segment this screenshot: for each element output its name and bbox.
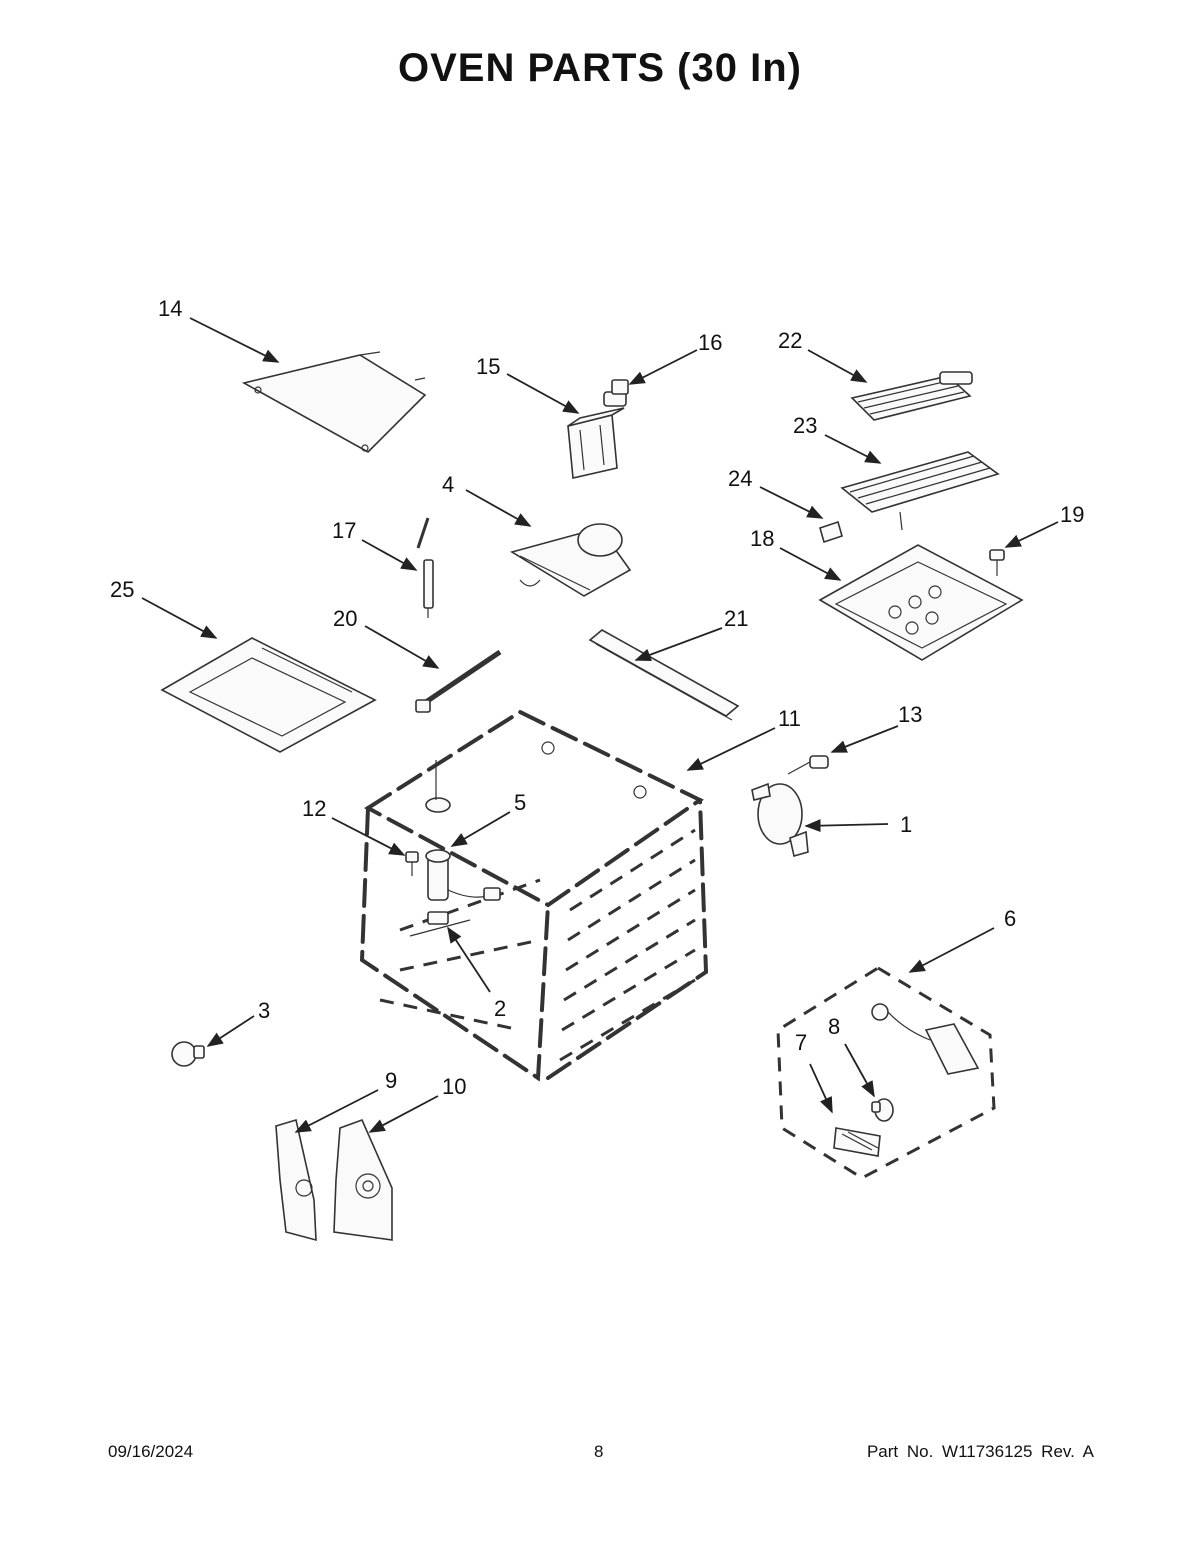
callout-4[interactable]: 4 [442,472,454,497]
callout-12[interactable]: 12 [302,796,326,821]
leader-5 [450,811,511,847]
part-24-bracket[interactable] [819,520,843,544]
callout-9[interactable]: 9 [385,1068,397,1093]
leader-20 [364,625,440,669]
leader-18 [779,547,842,581]
leader-15 [506,373,580,414]
callout-17[interactable]: 17 [332,518,356,543]
callout-2[interactable]: 2 [494,996,506,1021]
leader-13 [830,725,899,753]
part-4-assembly[interactable] [510,523,632,597]
footer-page-number: 8 [594,1442,604,1461]
callout-7[interactable]: 7 [795,1030,807,1055]
part-20-rod[interactable] [415,649,502,713]
part-23-element[interactable] [840,451,1000,531]
part-13-screw[interactable] [787,755,829,775]
part-17-probe[interactable] [416,517,434,618]
leader-2 [447,926,491,993]
part-18-pan[interactable] [818,544,1024,661]
leader-16 [628,349,698,385]
part-1-thermostat[interactable] [751,782,809,858]
leader-9 [294,1089,379,1133]
footer-part-number: Part No. W11736125 Rev. A [866,1442,1094,1461]
callout-6[interactable]: 6 [1004,906,1016,931]
callout-8[interactable]: 8 [828,1014,840,1039]
callout-15[interactable]: 15 [476,354,500,379]
leader-22 [807,349,868,383]
callout-19[interactable]: 19 [1060,502,1084,527]
callout-16[interactable]: 16 [698,330,722,355]
part-25-frame[interactable] [160,637,377,753]
leader-21 [634,627,723,661]
callout-11[interactable]: 11 [778,706,801,731]
rack-guides [559,828,696,1062]
callout-5[interactable]: 5 [514,790,526,815]
part-11-oven-cavity[interactable] [359,709,709,1082]
leader-17 [361,539,418,571]
part-16-screw[interactable] [603,379,629,407]
leader-12 [331,817,406,856]
part-9-hinge[interactable] [275,1118,317,1242]
part-5-igniter[interactable] [425,849,501,901]
leader-14 [189,317,280,363]
callout-23[interactable]: 23 [793,413,817,438]
callout-24[interactable]: 24 [728,466,752,491]
part-12-screw[interactable] [405,851,419,876]
leader-25 [141,597,218,639]
leader-23 [824,434,882,464]
leader-11 [686,727,776,771]
part-7-lens[interactable] [833,1127,881,1157]
leader-7 [809,1063,833,1114]
callout-25[interactable]: 25 [110,577,134,602]
leader-1 [804,819,889,833]
leader-19 [1004,521,1059,548]
leader-6 [908,927,995,973]
callout-13[interactable]: 13 [898,702,922,727]
callout-3[interactable]: 3 [258,998,270,1023]
leader-4 [465,489,532,527]
page-title: OVEN PARTS (30 In) [398,46,802,90]
part-15-box[interactable] [567,407,625,479]
part-8-bulb[interactable] [871,1098,894,1122]
leader-10 [368,1095,439,1133]
leader-8 [844,1043,875,1098]
part-10-hinge[interactable] [333,1118,393,1241]
callout-18[interactable]: 18 [750,526,774,551]
callout-14[interactable]: 14 [158,296,182,321]
footer-date: 09/16/2024 [108,1442,194,1461]
leader-24 [759,486,824,519]
part-21-rail[interactable] [588,629,740,721]
part-2-bracket[interactable] [409,911,471,937]
callout-21[interactable]: 21 [724,606,748,631]
callout-22[interactable]: 22 [778,328,802,353]
part-6-light-kit[interactable] [776,966,996,1180]
part-14-panel[interactable] [241,351,427,453]
leader-3 [206,1015,255,1047]
part-22-element[interactable] [850,371,973,421]
callout-1[interactable]: 1 [900,812,912,837]
socket-wire [871,1003,980,1075]
callout-20[interactable]: 20 [333,606,357,631]
callout-10[interactable]: 10 [442,1074,466,1099]
part-19-screw[interactable] [989,549,1005,576]
part-3-foot[interactable] [171,1041,205,1067]
